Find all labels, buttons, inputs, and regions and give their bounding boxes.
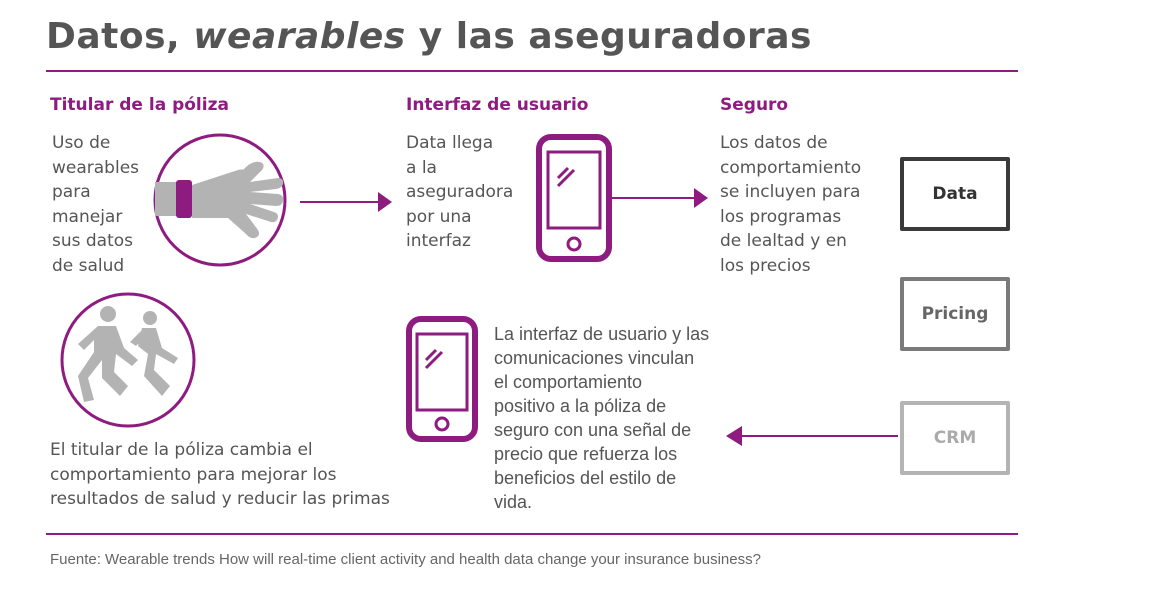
interface-heading: Interfaz de usuario (406, 95, 589, 115)
title-part-2: wearables (193, 16, 406, 57)
crm-box-label: CRM (933, 428, 977, 448)
interface-text: Data llega a la aseguradora por una inte… (406, 133, 514, 251)
smartphone-icon (536, 134, 612, 262)
holder-text: Uso de wearables para manejar sus datos … (52, 133, 140, 276)
insurance-text: Los datos de comportamiento se incluyen … (720, 133, 862, 276)
bottom-divider (46, 533, 1018, 535)
arrow-icon (300, 192, 392, 212)
arrow-icon (612, 188, 708, 208)
insurance-heading: Seguro (720, 95, 789, 115)
page-title: Datos, wearables y las aseguradoras (46, 16, 812, 57)
wrist-wearable-icon (153, 133, 287, 267)
holder-heading: Titular de la póliza (50, 95, 229, 115)
interface-link-text: La interfaz de usuario y las comunicacio… (494, 324, 710, 512)
title-part-1: Datos, (46, 16, 194, 57)
pricing-box-label: Pricing (921, 304, 989, 324)
pricing-box: Pricing (900, 277, 1010, 351)
crm-box: CRM (900, 401, 1010, 475)
smartphone-icon (406, 316, 478, 442)
arrow-icon (726, 426, 898, 446)
top-divider (46, 70, 1018, 72)
source-note: Fuente: Wearable trends How will real-ti… (50, 551, 761, 568)
data-box-label: Data (932, 184, 978, 204)
data-box: Data (900, 157, 1010, 231)
title-part-3: y las aseguradoras (405, 16, 812, 57)
holder-change-text: El titular de la póliza cambia el compor… (50, 440, 390, 509)
runners-icon (60, 292, 196, 428)
